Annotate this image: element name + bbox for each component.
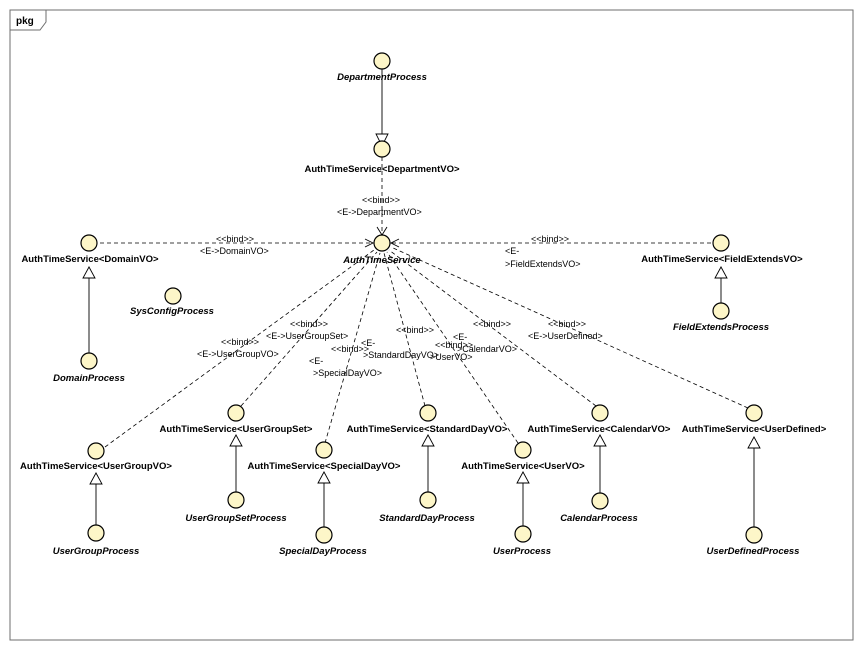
bind-param-usergroup: <E->UserGroupVO> (197, 349, 279, 359)
bind-param-calendar-b: >CalendarVO> (457, 344, 517, 354)
bind-edge-user (386, 251, 519, 444)
interface-icon-user-process[interactable] (514, 525, 532, 543)
label-specialday-service: AuthTimeService<SpecialDayVO> (248, 461, 401, 472)
interface-icon-fieldextends-process[interactable] (712, 302, 730, 320)
label-user-process: UserProcess (493, 546, 551, 557)
bind-stereotype-department: <<bind>> (362, 195, 400, 205)
bind-param-department: <E->DepartmentVO> (337, 207, 422, 217)
bind-edge-standardday (383, 252, 426, 407)
bind-stereotype-fieldextends: <<bind>> (531, 234, 569, 244)
bind-param-fieldextends-b: >FieldExtendsVO> (505, 259, 581, 269)
interface-icon-standardday-service[interactable] (419, 404, 437, 422)
label-central-service: AuthTimeService (342, 255, 421, 266)
interface-icon-domain-process[interactable] (80, 352, 98, 370)
label-usergroupset-service: AuthTimeService<UserGroupSet> (160, 424, 313, 435)
interface-icon-userdefined-service[interactable] (745, 404, 763, 422)
arrowhead-fieldextends (389, 238, 400, 248)
label-department-service: AuthTimeService<DepartmentVO> (304, 164, 459, 175)
bind-edge-specialday (324, 252, 381, 444)
node-labels: DepartmentProcess AuthTimeService<Depart… (20, 72, 827, 557)
realization-triangle-specialday (317, 471, 331, 484)
interface-icon-department-service[interactable] (373, 140, 391, 158)
binding-labels: <<bind>> <E->DepartmentVO> <<bind>> <E->… (197, 195, 603, 378)
realization-triangle-userdefined (747, 436, 761, 449)
bind-stereotype-specialday: <<bind>> (331, 344, 369, 354)
interface-icon-userdefined-process[interactable] (745, 526, 763, 544)
bind-param-specialday-b: >SpecialDayVO> (313, 368, 382, 378)
realization-triangle-calendar (593, 434, 607, 447)
edges (82, 69, 761, 527)
bind-param-specialday-a: <E- (361, 338, 375, 348)
interface-icon-usergroup-service[interactable] (87, 442, 105, 460)
label-fieldextends-process: FieldExtendsProcess (673, 322, 769, 333)
package-label: pkg (16, 16, 34, 27)
label-usergroupset-process: UserGroupSetProcess (185, 513, 286, 524)
realization-triangle-usergroup (89, 472, 103, 485)
label-userdefined-service: AuthTimeService<UserDefined> (682, 424, 827, 435)
interface-icon-department-process[interactable] (373, 52, 391, 70)
label-standardday-service: AuthTimeService<StandardDayVO> (347, 424, 508, 435)
label-standardday-process: StandardDayProcess (379, 513, 475, 524)
bind-param-specialday-a2: <E- (309, 356, 323, 366)
bind-stereotype-standardday: <<bind>> (396, 325, 434, 335)
label-userdefined-process: UserDefinedProcess (707, 546, 800, 557)
label-user-service: AuthTimeService<UserVO> (461, 461, 585, 472)
bind-param-usergroupset: <E->UserGroupSet> (266, 331, 348, 341)
realization-triangle-user (516, 471, 530, 484)
realization-triangle-domain (82, 266, 96, 279)
bind-param-standardday-b: >StandardDayVO> (363, 350, 439, 360)
interface-icon-usergroupset-service[interactable] (227, 404, 245, 422)
realization-triangle-usergroupset (229, 434, 243, 447)
bind-param-userdefined: <E->UserDefined> (528, 331, 603, 341)
bind-param-fieldextends-a: <E- (505, 246, 519, 256)
bind-param-user-a: <E- (453, 332, 467, 342)
bind-stereotype-user-2: <<bind>> (435, 340, 473, 350)
bind-edge-userdefined (390, 246, 749, 409)
interface-icon-usergroupset-process[interactable] (227, 491, 245, 509)
label-calendar-process: CalendarProcess (560, 513, 638, 524)
bind-edge-usergroupset (240, 251, 378, 407)
realization-triangle-department (375, 133, 389, 148)
bind-stereotype-user: <<bind>> (473, 319, 511, 329)
realization-triangle-fieldextends (714, 266, 728, 279)
realization-triangle-standardday (421, 434, 435, 447)
interface-icon-domain-service[interactable] (80, 234, 98, 252)
interface-icon-calendar-process[interactable] (591, 492, 609, 510)
interface-icon-standardday-process[interactable] (419, 491, 437, 509)
bind-stereotype-usergroup: <<bind>> (221, 337, 259, 347)
interface-icon-usergroup-process[interactable] (87, 524, 105, 542)
label-domain-service: AuthTimeService<DomainVO> (21, 254, 159, 265)
interface-icon-calendar-service[interactable] (591, 404, 609, 422)
label-fieldextends-service: AuthTimeService<FieldExtendsVO> (641, 254, 803, 265)
interface-icon-user-service[interactable] (514, 441, 532, 459)
interface-icon-central-service[interactable] (373, 234, 391, 252)
label-domain-process: DomainProcess (53, 373, 125, 384)
interface-nodes (80, 52, 763, 544)
package-frame (9, 9, 854, 641)
label-usergroup-process: UserGroupProcess (53, 546, 140, 557)
package-tab (9, 9, 47, 31)
label-department-process: DepartmentProcess (337, 72, 427, 83)
bind-stereotype-usergroupset: <<bind>> (290, 319, 328, 329)
label-usergroup-service: AuthTimeService<UserGroupVO> (20, 461, 172, 472)
bind-param-user-b: >UserVO> (430, 352, 473, 362)
label-sysconfig-process: SysConfigProcess (130, 306, 214, 317)
arrowhead-domain (364, 238, 375, 248)
label-specialday-process: SpecialDayProcess (279, 546, 367, 557)
interface-icon-fieldextends-service[interactable] (712, 234, 730, 252)
interface-icon-sysconfig-process[interactable] (164, 287, 182, 305)
bind-stereotype-userdefined: <<bind>> (548, 319, 586, 329)
interface-icon-specialday-service[interactable] (315, 441, 333, 459)
label-calendar-service: AuthTimeService<CalendarVO> (528, 424, 671, 435)
bind-stereotype-domain: <<bind>> (216, 234, 254, 244)
bind-param-domain: <E->DomainVO> (200, 246, 269, 256)
bind-edge-calendar (388, 249, 597, 407)
interface-icon-specialday-process[interactable] (315, 526, 333, 544)
